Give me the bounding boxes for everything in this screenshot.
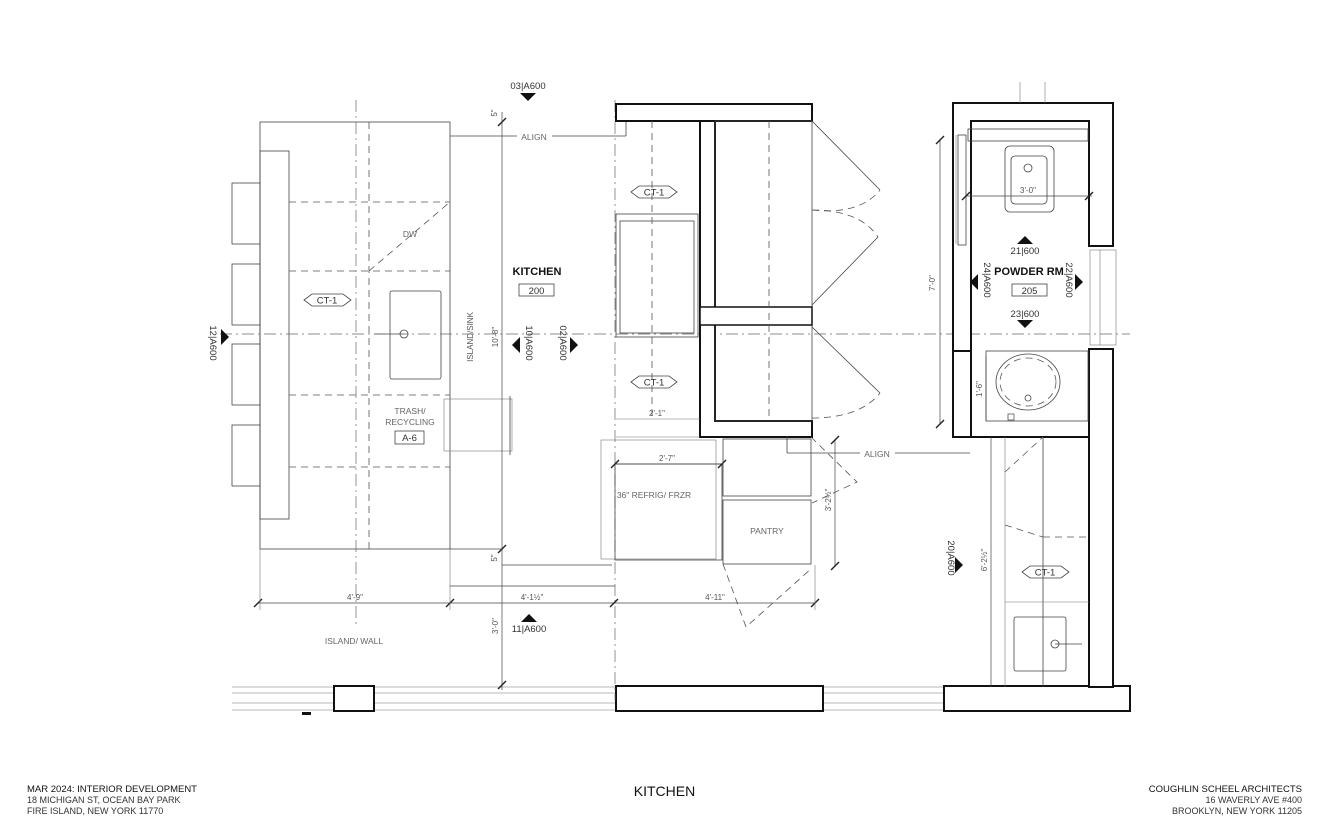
dim-powder-3-0: 3'-0" [1020,186,1036,195]
kitchen-room-number: 200 [529,286,545,297]
sheet-title: KITCHEN [633,783,696,799]
section-tag-11: 11|A600 [512,614,547,635]
dim-4-11: 4'-11" [705,593,725,602]
ct1-tag-island: CT-1 [303,293,352,307]
project-address-1: 18 MICHIGAN ST, OCEAN BAY PARK [27,795,181,805]
powder-room-walls [952,82,1117,688]
architect-address-1: 16 WAVERLY AVE #400 [1205,795,1302,805]
section-tag-23-text: 23|600 [1011,309,1040,320]
ct1-tag-powder: CT-1 [1021,565,1070,579]
refrigerator-label: 36" REFRIG/ FRZR [617,490,691,500]
section-tag-02-text: 02|A600 [557,325,568,360]
bottom-dimension-string [253,549,820,610]
powder-room-name: POWDER RM [994,266,1064,278]
kitchen-wall-cabinets [615,103,813,438]
ct1-tag-wall-top: CT-1 [630,185,678,199]
kitchen-room-name: KITCHEN [513,266,562,278]
east-corridor [990,436,1089,687]
dim-5-bottom: 5" [490,554,499,561]
dim-5-top: 5" [490,109,499,116]
dim-2-7: 2'-7" [659,454,675,463]
dim-2-1: 2'-1" [649,409,665,418]
trash-label: TRASH/ [394,406,426,416]
island-sink-label: ISLAND/SINK [466,311,475,361]
a6-tag: A-6 [402,433,417,444]
section-tag-03-text: 03|A600 [510,81,545,92]
section-tag-12-text: 12|A600 [207,325,218,360]
architect-address-2: BROOKLYN, NEW YORK 11205 [1171,806,1302,816]
exterior-wall-south [232,685,1131,715]
dim-4-1-half: 4'-1½" [521,593,544,602]
architect-info: COUGHLIN SCHEEL ARCHITECTS 16 WAVERLY AV… [1149,784,1302,817]
section-tag-10: 10|A600 [512,325,534,361]
section-tag-03: 03|A600 [510,81,546,101]
section-tag-02: 02|A600 [557,325,578,361]
dim-6-2-half: 6'-2½" [980,549,989,572]
ct1-tag-wall-top-text: CT-1 [644,188,665,199]
section-tag-12: 12|A600 [207,325,229,361]
section-tag-21-text: 21|600 [1011,246,1040,257]
pantry-label: PANTRY [750,526,784,536]
dim-powder-1-6: 1'-6" [975,381,984,397]
dishwasher-label: DW [403,229,417,239]
ct1-tag-wall-bottom-text: CT-1 [644,378,665,389]
refrigerator [600,439,727,561]
align-label-lower: ALIGN [864,449,890,459]
section-tag-22-text: 22|A600 [1063,262,1074,297]
section-tag-11-text: 11|A600 [512,624,547,635]
section-tag-24-text: 24|A600 [981,262,992,297]
pantry [722,436,858,628]
ct1-tag-island-text: CT-1 [317,296,338,307]
section-tag-10-text: 10|A600 [523,325,534,360]
project-info: MAR 2024: INTERIOR DEVELOPMENT 18 MICHIG… [27,784,197,817]
recycling-label: RECYCLING [385,417,435,427]
architect-name: COUGHLIN SCHEEL ARCHITECTS [1148,784,1302,795]
section-tag-23: 23|600 [1011,309,1040,328]
project-address-2: FIRE ISLAND, NEW YORK 11770 [27,806,164,816]
ct1-tag-wall-bottom: CT-1 [630,375,678,389]
section-tag-21: 21|600 [1011,236,1040,257]
island-wall-label: ISLAND/ WALL [325,636,384,646]
closets [699,120,881,422]
dim-10-8: 10'-8" [491,327,500,348]
dim-3-0: 3'-0" [491,618,500,634]
section-tag-20-text: 20|A600 [945,540,956,575]
dim-3-2-half: 3'-2½" [824,489,833,512]
section-tag-22: 22|A600 [1063,262,1083,298]
section-tag-24: 24|A600 [970,262,992,298]
ct1-tag-powder-text: CT-1 [1035,568,1056,579]
align-label-top: ALIGN [521,132,547,142]
dim-powder-7-0: 7'-0" [928,275,937,291]
dim-4-9: 4'-9" [347,593,363,602]
project-date-title: MAR 2024: INTERIOR DEVELOPMENT [27,784,197,795]
island-cabinetry [231,100,513,625]
section-tag-20: 20|A600 [945,540,963,576]
powder-room-number: 205 [1022,286,1038,297]
